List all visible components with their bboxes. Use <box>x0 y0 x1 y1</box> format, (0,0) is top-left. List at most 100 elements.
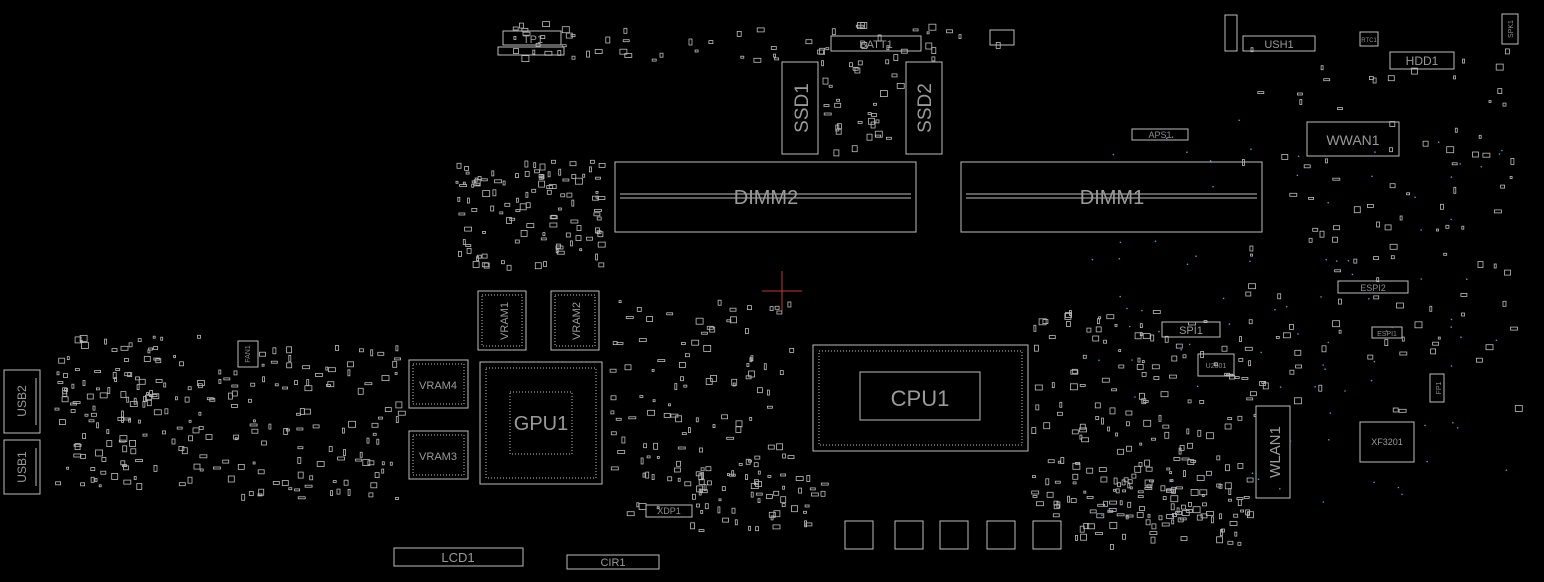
vram4-chip[interactable]: VRAM4 <box>408 359 469 409</box>
smd-part <box>1115 432 1118 437</box>
vram3-chip[interactable]: VRAM3 <box>408 430 469 480</box>
smd-part <box>54 407 60 411</box>
smd-part <box>1237 499 1242 507</box>
smd-part <box>153 464 158 472</box>
smd-part <box>576 225 582 232</box>
cir1-connector[interactable]: CIR1 <box>566 554 660 570</box>
smd-part <box>1083 523 1090 529</box>
smd-part <box>1376 221 1380 228</box>
smd-part <box>1224 482 1232 490</box>
espi2-connector[interactable]: ESPI2 <box>1337 280 1409 294</box>
smd-part <box>1249 245 1254 252</box>
smd-part <box>458 212 466 216</box>
smd-part <box>462 181 466 185</box>
smd-part <box>459 184 468 187</box>
smd-part <box>776 310 783 315</box>
smd-part <box>621 436 626 444</box>
smd-part <box>332 480 337 483</box>
hdd1-connector[interactable]: HDD1 <box>1389 51 1455 70</box>
smd-part <box>590 159 595 164</box>
dimm2-slot[interactable]: DIMM2 <box>614 161 917 233</box>
smd-part <box>181 447 188 455</box>
smd-part <box>491 170 495 177</box>
smd-part <box>1075 535 1078 541</box>
smd-part <box>119 435 128 443</box>
smd-part <box>152 335 156 339</box>
smd-part <box>1367 354 1374 360</box>
smd-part <box>1139 332 1143 337</box>
smd-part <box>646 455 651 459</box>
smd-part <box>59 419 66 426</box>
fp1-connector[interactable]: FP1 <box>1429 373 1445 403</box>
smd-part <box>995 42 1001 49</box>
via-dot <box>1141 309 1143 312</box>
smd-part <box>73 453 82 458</box>
smd-part <box>667 476 673 482</box>
hdd1-label: HDD1 <box>1406 54 1439 68</box>
batt1-connector[interactable]: BATT1 <box>830 35 922 52</box>
smd-part <box>1443 252 1448 256</box>
smd-part <box>1224 423 1232 430</box>
smd-part <box>757 470 761 475</box>
smd-part <box>561 26 570 34</box>
smd-part <box>1141 360 1145 364</box>
smd-part <box>368 492 374 498</box>
tp1-connector[interactable]: TP1 <box>497 30 565 56</box>
espi1-connector[interactable]: ESPI1 <box>1371 326 1403 339</box>
smd-part <box>688 427 691 434</box>
smd-part <box>555 249 559 254</box>
rtc1-connector[interactable]: RTC1 <box>1359 31 1379 47</box>
usb1-port[interactable]: USB1 <box>3 439 41 495</box>
smd-part <box>730 316 737 324</box>
smd-part <box>149 394 158 397</box>
smd-part <box>347 369 351 377</box>
spi1-connector[interactable]: SPI1 <box>1161 321 1221 338</box>
smd-part <box>804 504 810 508</box>
smd-part <box>1211 516 1214 524</box>
smd-part <box>499 211 504 215</box>
wlan1-slot[interactable]: WLAN1 <box>1255 405 1291 499</box>
dimm1-slot[interactable]: DIMM1 <box>960 161 1263 233</box>
smd-part <box>823 112 832 116</box>
fan1-connector[interactable]: FAN1 <box>237 340 259 368</box>
smd-part <box>1494 209 1502 214</box>
smd-part <box>1376 277 1380 283</box>
aps1-connector[interactable]: APS1 <box>1131 128 1189 141</box>
smd-part <box>1446 146 1455 154</box>
smd-part <box>74 443 81 451</box>
vram2-chip[interactable]: VRAM2 <box>550 290 600 351</box>
smd-part <box>155 358 162 364</box>
smd-part <box>258 488 265 496</box>
usb2-port[interactable]: USB2 <box>3 369 41 434</box>
xf3201-chip[interactable]: XF3201 <box>1359 421 1415 463</box>
smd-part <box>674 467 681 473</box>
spk1-connector[interactable]: SPK1 <box>1501 13 1519 45</box>
ssd1-slot[interactable]: SSD1 <box>781 61 819 155</box>
u2501-chip[interactable]: U2501 <box>1197 353 1235 377</box>
ssd2-slot[interactable]: SSD2 <box>905 61 943 155</box>
smd-part <box>1031 490 1040 495</box>
smd-part <box>549 215 558 220</box>
smd-part <box>675 415 682 423</box>
smd-part <box>748 370 755 378</box>
cpu1-chip[interactable]: CPU1 <box>812 344 1029 452</box>
smd-part <box>63 373 68 378</box>
smd-part <box>1142 333 1151 339</box>
smd-part <box>325 383 331 387</box>
smd-part <box>1066 321 1071 327</box>
smd-part <box>481 262 489 268</box>
smd-part <box>769 306 774 312</box>
smd-part <box>1103 500 1108 507</box>
smd-part <box>766 494 773 499</box>
vram1-chip[interactable]: VRAM1 <box>477 290 527 351</box>
gpu1-chip[interactable]: GPU1 <box>479 361 603 485</box>
lcd1-connector[interactable]: LCD1 <box>393 547 524 567</box>
smd-part <box>612 341 618 346</box>
wwan1-slot[interactable]: WWAN1 <box>1306 121 1400 157</box>
ush1-connector[interactable]: USH1 <box>1242 35 1316 52</box>
via-dot <box>1209 160 1212 162</box>
smd-part <box>1312 227 1319 232</box>
smd-part <box>570 219 579 224</box>
xdp1-connector[interactable]: XDP1 <box>645 504 693 518</box>
